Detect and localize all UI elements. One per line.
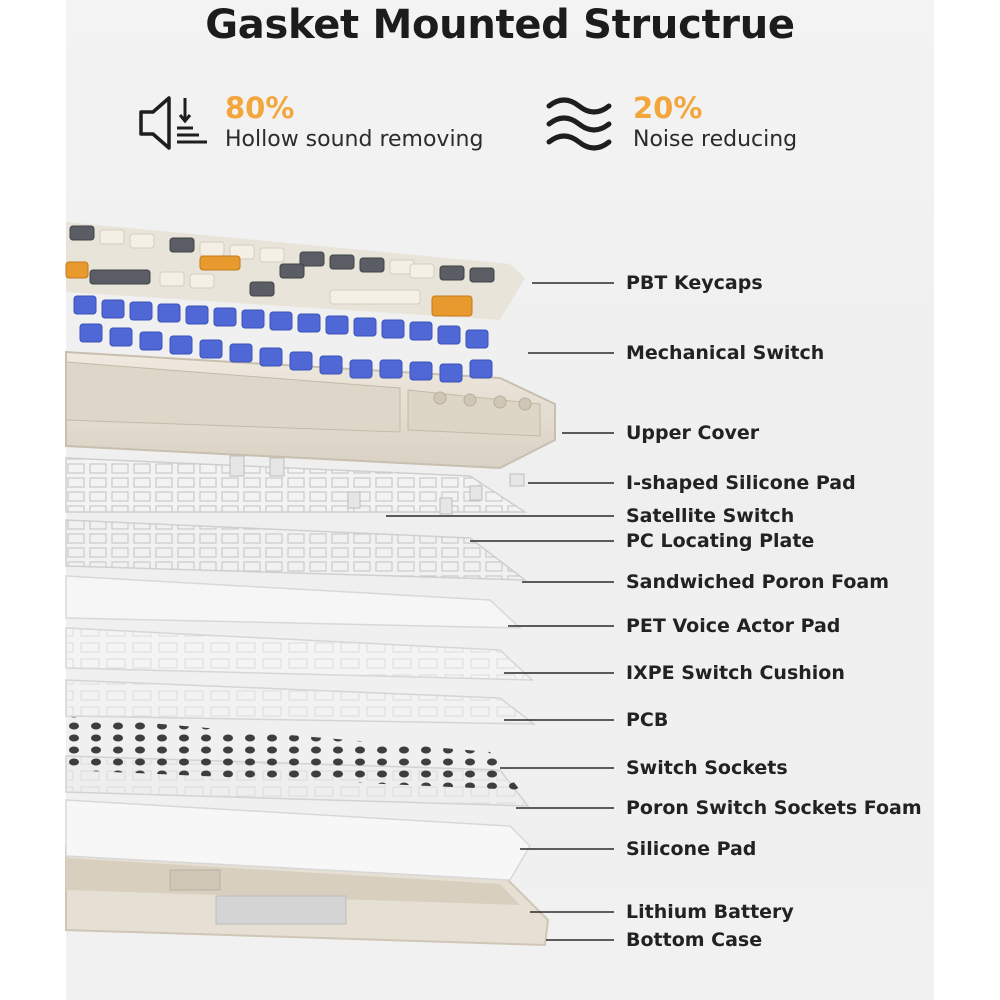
layer-ixpe-cushion — [65, 627, 534, 681]
label-ixpe-switch-cushion: IXPE Switch Cushion — [626, 662, 845, 684]
stat-hollow-sound: 80% Hollow sound removing — [137, 90, 497, 160]
layer-keycaps — [65, 222, 525, 320]
page-title: Gasket Mounted Structrue — [205, 2, 795, 48]
layer-silicone-pad — [65, 799, 531, 881]
label-pbt-keycaps: PBT Keycaps — [626, 272, 763, 294]
label-lithium-battery: Lithium Battery — [626, 901, 794, 923]
layer-pcb — [65, 679, 537, 725]
label-mechanical-switch: Mechanical Switch — [626, 342, 825, 364]
layer-pc-plate — [65, 455, 528, 515]
layer-mechanical-switches — [73, 295, 493, 383]
layer-sandwiched-foam — [65, 519, 528, 581]
speaker-volume-down-icon — [139, 96, 207, 150]
label-i-shaped-silicone-pad: I-shaped Silicone Pad — [626, 472, 856, 494]
label-bottom-case: Bottom Case — [626, 929, 763, 951]
label-poron-switch-sockets-foam: Poron Switch Sockets Foam — [626, 797, 922, 819]
stat-percent: 20% — [633, 91, 703, 125]
layer-switch-sockets — [66, 716, 520, 790]
layer-pet-pad — [65, 575, 522, 629]
stat-noise-reducing: 20% Noise reducing — [545, 90, 825, 160]
stat-description: Noise reducing — [633, 127, 798, 152]
label-sandwiched-poron-foam: Sandwiched Poron Foam — [626, 571, 890, 593]
label-silicone-pad: Silicone Pad — [626, 838, 757, 860]
waves-icon — [546, 97, 612, 151]
label-switch-sockets: Switch Sockets — [626, 757, 788, 779]
stat-description: Hollow sound removing — [225, 127, 484, 152]
label-satellite-switch: Satellite Switch — [626, 505, 795, 527]
label-pc-locating-plate: PC Locating Plate — [626, 530, 815, 552]
stat-percent: 80% — [225, 91, 295, 125]
label-pcb: PCB — [626, 709, 669, 731]
layer-upper-cover — [65, 350, 556, 470]
label-upper-cover: Upper Cover — [626, 422, 760, 444]
label-pet-voice-actor-pad: PET Voice Actor Pad — [626, 615, 841, 637]
leader-lines — [386, 282, 614, 941]
